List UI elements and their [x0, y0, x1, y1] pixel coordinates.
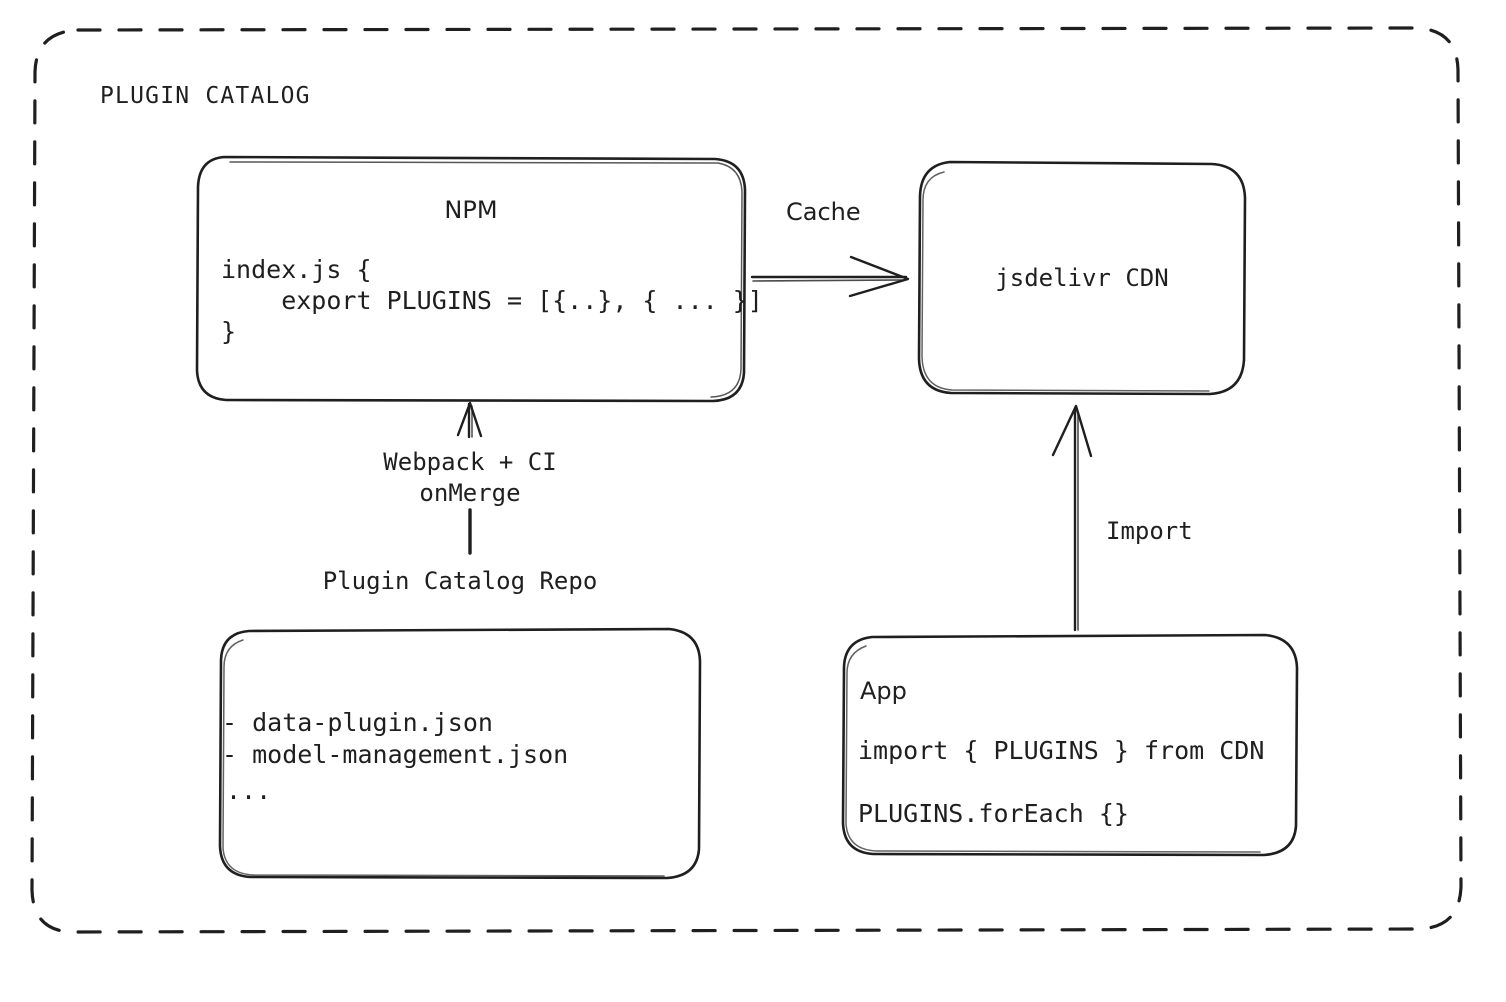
arrow-app-to-cdn-head: [1051, 404, 1093, 458]
cdn-box-title: jsdelivr CDN: [995, 264, 1169, 292]
app-code-line-2: PLUGINS.forEach {}: [858, 799, 1129, 828]
edge-label-onmerge: onMerge: [419, 479, 521, 507]
npm-code-line-1: index.js {: [221, 255, 372, 284]
repo-item-3: ...: [226, 776, 272, 805]
npm-code-line-3: }: [221, 317, 237, 346]
edge-label-cache: Cache: [786, 198, 861, 226]
repo-caption: Plugin Catalog Repo: [322, 567, 598, 595]
npm-box-title: NPM: [444, 196, 498, 224]
repo-item-1: - data-plugin.json: [222, 708, 493, 737]
arrow-repo-to-npm-head: [456, 401, 483, 438]
repo-item-2: - model-management.json: [222, 740, 569, 769]
app-box-title: App: [860, 677, 907, 705]
edge-label-webpack-ci: Webpack + CI: [383, 448, 557, 476]
arrow-npm-to-cdn-shaft-2: [752, 279, 904, 282]
npm-code-line-2: export PLUGINS = [{..}, { ... }]: [221, 286, 763, 315]
arrow-npm-to-cdn-head: [848, 255, 910, 298]
edge-label-import: Import: [1106, 517, 1193, 545]
app-code-line-1: import { PLUGINS } from CDN: [858, 736, 1265, 765]
group-title: PLUGIN CATALOG: [100, 83, 311, 109]
